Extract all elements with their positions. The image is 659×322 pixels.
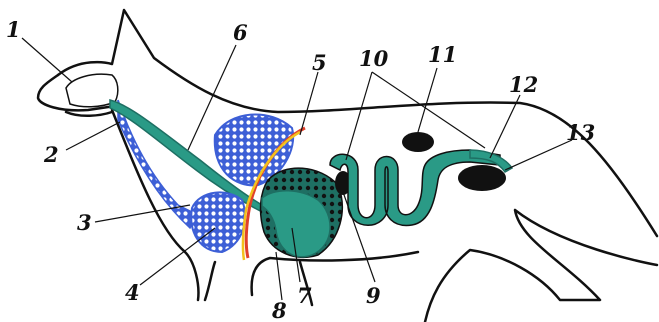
label-8: 8 — [271, 298, 287, 322]
label-13: 13 — [566, 120, 595, 145]
rectum-organ — [458, 165, 506, 191]
label-12: 12 — [509, 72, 538, 97]
label-9: 9 — [366, 283, 381, 308]
label-11: 11 — [428, 42, 457, 67]
kidney-icon — [402, 132, 434, 152]
heart-lung-lower — [191, 192, 245, 252]
label-5: 5 — [312, 50, 327, 75]
label-10: 10 — [359, 46, 389, 71]
label-3: 3 — [77, 210, 92, 235]
label-4: 4 — [125, 280, 140, 305]
label-2: 2 — [43, 142, 59, 167]
label-6: 6 — [233, 20, 248, 45]
label-1: 1 — [6, 17, 21, 42]
label-7: 7 — [297, 283, 312, 308]
